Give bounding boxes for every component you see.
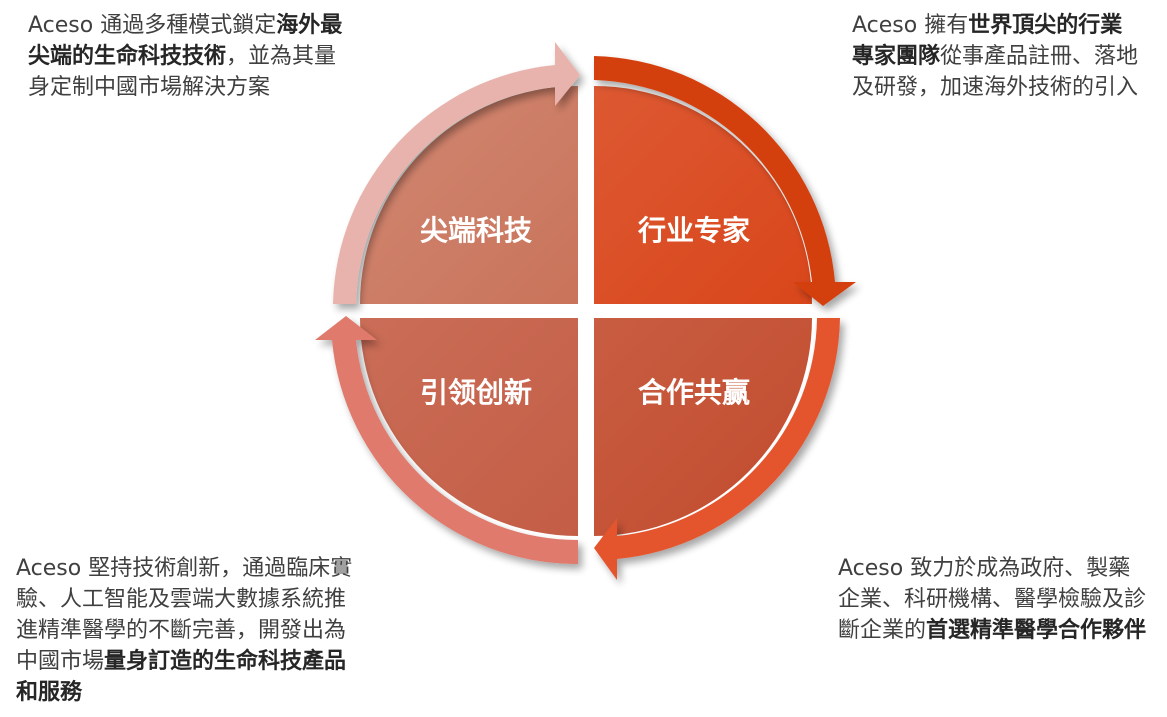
description-bottom-left: Aceso 堅持技術創新，通過臨床實驗、人工智能及雲端大數據系統推進精準醫學的不… <box>16 553 356 708</box>
description-run: Aceso 堅持技術創新，通過臨床實驗、人工智能及雲端大數據系統推進精準醫學的不… <box>16 556 353 674</box>
description-run: Aceso 通過多種模式鎖定 <box>28 13 277 38</box>
description-run: 首選精準醫學合作夥伴 <box>926 618 1147 643</box>
description-run: 海外最尖端的生命科技技術 <box>28 13 343 69</box>
arrow-top-right <box>594 56 856 306</box>
arrow-bottom-left <box>315 316 578 565</box>
quadrant-bottom-left <box>360 318 578 536</box>
quadrant-bottom-right <box>594 318 812 536</box>
description-top-right: Aceso 擁有世界頂尖的行業專家團隊從事產品註冊、落地及研發，加速海外技術的引… <box>852 10 1142 103</box>
description-run: ，並為其量身定制中國市場解決方案 <box>28 44 337 100</box>
description-run: Aceso 擁有 <box>852 13 969 38</box>
description-run: 從事產品註冊、落地及研發，加速海外技術的引入 <box>852 44 1139 100</box>
description-run: 世界頂尖的行業專家團隊 <box>852 13 1123 69</box>
arrow-top-left <box>333 42 580 304</box>
quadrant-label-top-right: 行业专家 <box>637 214 750 247</box>
quadrant-top-right <box>594 86 812 304</box>
arrow-bottom-right <box>594 318 840 580</box>
quadrant-label-bottom-right: 合作共赢 <box>638 376 750 409</box>
quadrant-label-bottom-left: 引领创新 <box>420 376 532 409</box>
description-run: 量身訂造的生命科技產品和服務 <box>16 649 347 705</box>
description-run: Aceso 致力於成為政府、製藥企業、科研機構、醫學檢驗及診斷企業的 <box>838 556 1147 643</box>
quadrant-top-left <box>360 86 578 304</box>
description-top-left: Aceso 通過多種模式鎖定海外最尖端的生命科技技術，並為其量身定制中國市場解決… <box>28 10 346 103</box>
description-bottom-right: Aceso 致力於成為政府、製藥企業、科研機構、醫學檢驗及診斷企業的首選精準醫學… <box>838 553 1150 646</box>
quadrant-label-top-left: 尖端科技 <box>420 214 532 247</box>
